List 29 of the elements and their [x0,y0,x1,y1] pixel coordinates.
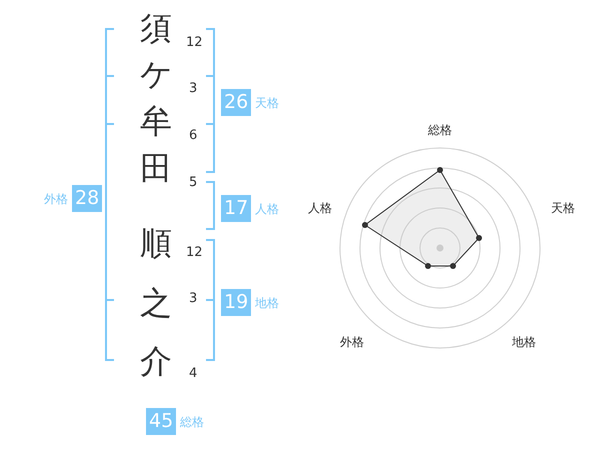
score-badge: 19 [221,289,252,316]
name-character: 順 [140,227,172,259]
axis-label: 総格 [428,124,452,136]
axis-label: 人格 [308,202,332,214]
name-character: 介 [140,345,172,377]
axis-label: 外格 [340,336,364,348]
category-label: 総格 [180,416,204,428]
name-character: ケ [140,58,173,90]
axis-label: 地格 [512,336,536,348]
stroke-count: 12 [186,246,203,259]
category-label: 天格 [255,97,279,109]
score-badge: 26 [221,89,252,116]
axis-label: 天格 [551,202,575,214]
stroke-count: 12 [186,36,203,49]
score-badge: 17 [221,195,252,222]
category-label: 地格 [255,297,279,309]
stroke-count: 3 [189,292,198,305]
name-character: 須 [140,12,172,44]
name-character: 牟 [140,105,172,137]
stroke-count: 5 [189,176,198,189]
stroke-count: 6 [189,129,198,142]
stroke-count: 4 [189,367,198,380]
score-badge: 28 [72,185,102,212]
category-label: 人格 [255,203,279,215]
category-label: 外格 [44,193,68,205]
stroke-count: 3 [189,82,198,95]
name-character: 之 [140,287,172,319]
score-badge: 45 [146,408,176,435]
name-character: 田 [140,152,172,184]
